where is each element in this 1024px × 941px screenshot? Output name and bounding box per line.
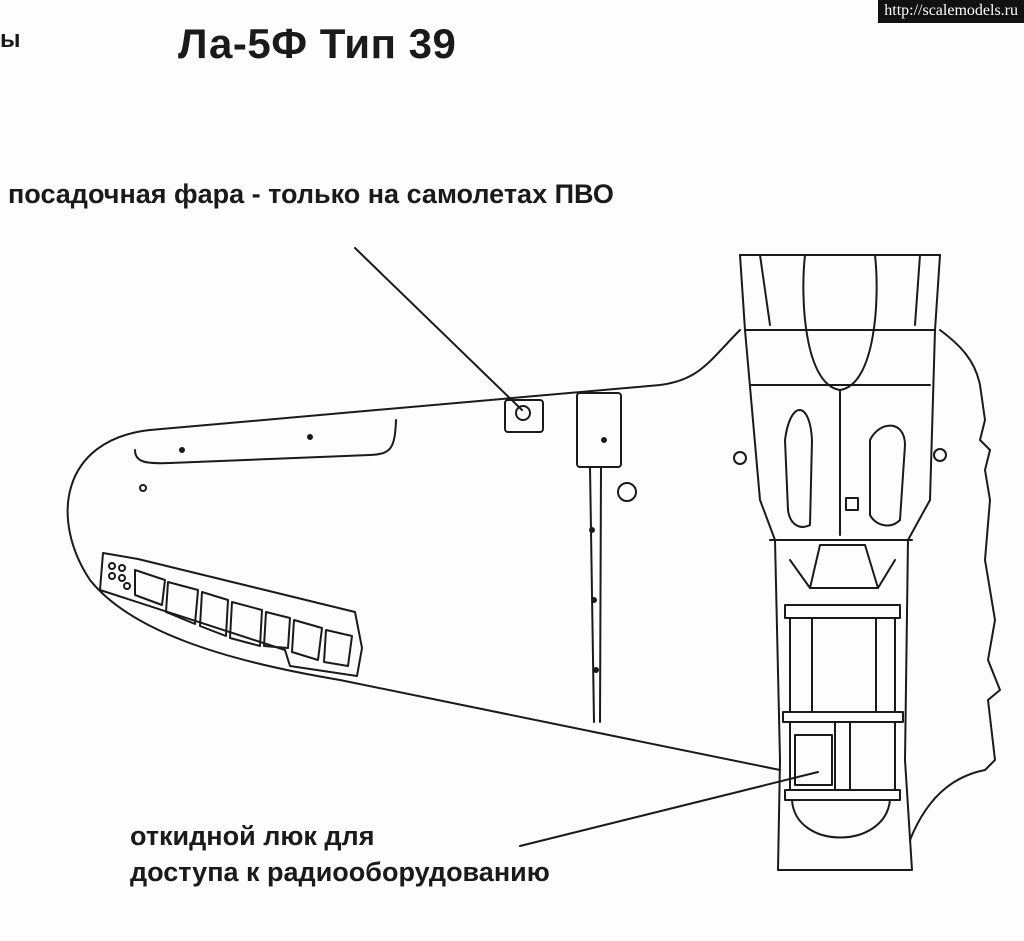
page-title: Ла-5Ф Тип 39 (178, 20, 457, 67)
radio-hatch-annotation: откидной люк для доступа к радиооборудов… (130, 818, 550, 890)
rivet (601, 437, 607, 443)
fuselage-right-edge (909, 329, 1001, 841)
watermark-url: http://scalemodels.ru (878, 0, 1024, 23)
landing-light-annotation: посадочная фара - только на самолетах ПВ… (8, 179, 614, 209)
fuel-filler (617, 482, 637, 502)
rivet (179, 447, 185, 453)
radio-hatch-annotation-line2: доступа к радиооборудованию (130, 857, 550, 887)
wing-root-cutout-left (784, 409, 813, 528)
leading-edge-panel (134, 419, 397, 465)
landing-light-lamp (515, 405, 531, 421)
rivet (307, 434, 313, 440)
fuselage-outline (739, 254, 941, 871)
wing-root-cutout-right (869, 424, 906, 527)
leader-line-landing-light (354, 247, 523, 411)
slat-cells (134, 569, 353, 667)
pitot-mark (139, 484, 147, 492)
spar-line (599, 466, 602, 723)
rivet (591, 597, 597, 603)
cockpit-frame (782, 544, 904, 839)
latch (845, 497, 859, 511)
spar-line (589, 466, 595, 723)
landing-light-box (504, 399, 544, 433)
slat-panel (99, 552, 363, 677)
fuselage-hole-right (933, 448, 947, 462)
fuselage-hole-left (733, 451, 747, 465)
spar-access-panel (576, 392, 622, 468)
wing-outline (66, 329, 781, 771)
cropped-heading-fragment: ы (0, 26, 21, 53)
radio-hatch-annotation-line1: откидной люк для (130, 821, 375, 851)
rivet (589, 527, 595, 533)
fuselage-nose-frame (739, 254, 941, 391)
rivet (593, 667, 599, 673)
radio-hatch (794, 734, 833, 786)
leader-line-radio-hatch (519, 771, 819, 847)
